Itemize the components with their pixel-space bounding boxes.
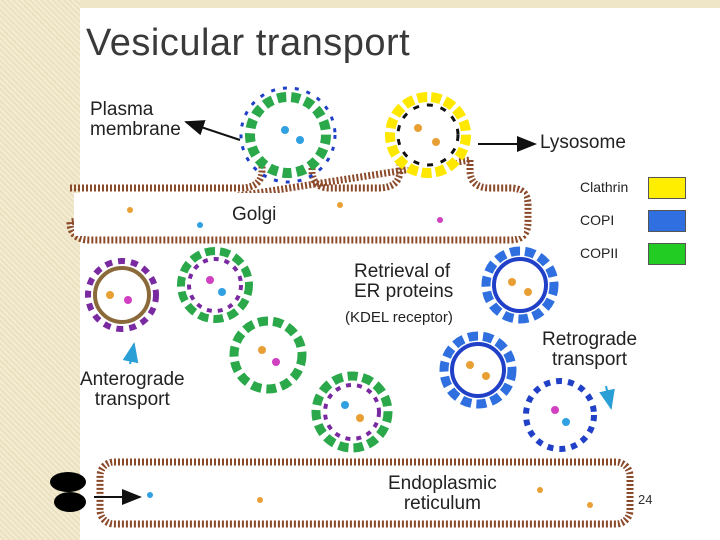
- label-golgi: Golgi: [232, 204, 277, 225]
- vesicle-retrograde-2: [523, 378, 597, 452]
- vesicle-anterograde-1: [85, 258, 159, 332]
- label-lysosome: Lysosome: [540, 132, 626, 153]
- vesicle-er-budding: [311, 371, 393, 453]
- label-kdel-receptor: (KDEL receptor): [345, 309, 453, 326]
- label-endoplasmic-reticulum: Endoplasmic reticulum: [388, 473, 497, 514]
- label-retrieval-er-proteins: Retrieval of ER proteins: [354, 261, 454, 302]
- legend-swatch-copii: [648, 243, 686, 265]
- vesicle-anterograde-3: [229, 316, 307, 394]
- vesicle-plasma-membrane-coated: [239, 86, 337, 184]
- vesicle-golgi-retrieval: [481, 246, 559, 324]
- cargo-molecules: [106, 124, 593, 508]
- legend-swatch-copi: [648, 210, 686, 232]
- legend-label-copi: COPI: [580, 212, 615, 228]
- arrow-retrograde: [599, 385, 615, 410]
- label-anterograde-transport: Anterograde transport: [80, 369, 185, 410]
- page-number: 24: [638, 492, 653, 507]
- label-retrograde-transport: Retrograde transport: [542, 329, 638, 370]
- slide-side-band: [0, 0, 80, 540]
- vesicle-lysosome-clathrin: [385, 92, 471, 178]
- vesicle-retrograde-1: [439, 331, 517, 409]
- golgi-compartment: [66, 155, 532, 244]
- arrow-anterograde: [122, 342, 139, 365]
- slide-title: Vesicular transport: [86, 22, 411, 64]
- arrow-to-plasma-membrane: [184, 120, 241, 141]
- legend-swatch-clathrin: [648, 177, 686, 199]
- legend-label-clathrin: Clathrin: [580, 179, 629, 195]
- nucleus-blob: [50, 472, 86, 512]
- label-plasma-membrane: Plasma membrane: [90, 99, 181, 140]
- vesicle-anterograde-2: [177, 247, 253, 323]
- er-compartment: [96, 458, 634, 528]
- legend-label-copii: COPII: [580, 245, 619, 261]
- slide-top-band: [0, 0, 720, 8]
